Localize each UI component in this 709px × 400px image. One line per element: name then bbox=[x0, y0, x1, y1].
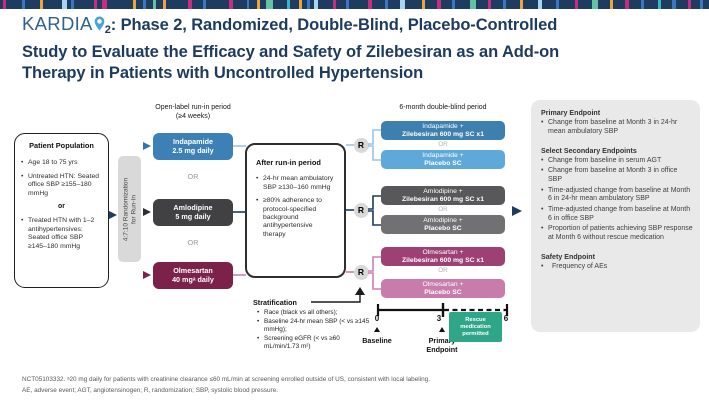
indapamide-placebo-box: Indapamide +Placebo SC bbox=[381, 150, 505, 169]
timeline-tick-3: 3 bbox=[436, 314, 442, 323]
rescue-medication-box: Rescue medication permitted bbox=[449, 312, 502, 342]
or-label: OR bbox=[438, 267, 448, 274]
or-label: OR bbox=[438, 206, 448, 213]
patient-to-randomization-arrow bbox=[109, 211, 117, 219]
arrow-to-indapamide bbox=[143, 142, 151, 150]
decorative-top-bar bbox=[0, 0, 709, 9]
footnote-line-2: AE, adverse event; AGT, angiotensinogen;… bbox=[22, 387, 279, 394]
run-in-randomization-bar bbox=[118, 156, 141, 262]
kardia-logo: KARDIA bbox=[22, 13, 93, 34]
patient-population-title: Patient Population bbox=[29, 141, 94, 150]
primary-endpoint-title: Primary Endpoint bbox=[541, 109, 601, 117]
page-title: KARDIA 2: Phase 2, Randomized, Double-Bli… bbox=[22, 13, 694, 85]
timeline-tick-0: 0 bbox=[374, 314, 380, 323]
kardia-logo-subscript: 2 bbox=[104, 24, 111, 36]
endpoint-bullet: •Time-adjusted change from baseline at M… bbox=[541, 186, 691, 203]
footnote-line-1: NCT05103332. ᵃ20 mg daily for patients w… bbox=[22, 376, 431, 383]
title-text-1: : Phase 2, Randomized, Double-Blind, Pla… bbox=[110, 16, 558, 34]
olmesartan-placebo-box: Olmesartan +Placebo SC bbox=[381, 279, 505, 298]
or-label: OR bbox=[438, 141, 448, 148]
title-text-2: Study to Evaluate the Efficacy and Safet… bbox=[22, 42, 560, 61]
timeline-tick-6: 6 bbox=[503, 314, 509, 323]
endpoint-bullet: •Frequency of AEs bbox=[541, 262, 608, 270]
patient-bullet: •Treated HTN with 1–2 antihypertensives:… bbox=[21, 217, 95, 250]
safety-endpoint-title: Safety Endpoint bbox=[541, 252, 595, 261]
randomization-r-circle: R bbox=[353, 265, 369, 280]
patient-bullet: •Age 18 to 75 yrs bbox=[21, 159, 78, 167]
stratification-title: Stratification bbox=[253, 298, 297, 307]
baseline-label: Baseline bbox=[362, 336, 392, 345]
patient-or-label: or bbox=[58, 203, 65, 211]
endpoint-bullet: •Change from baseline in serum AGT bbox=[541, 156, 662, 164]
arrow-to-endpoints-panel bbox=[512, 206, 522, 216]
title-text-3: Therapy in Patients with Uncontrolled Hy… bbox=[22, 64, 424, 82]
stratification-list: •Race (black vs all others); •Baseline 2… bbox=[257, 309, 371, 352]
after-run-in-box: After run-in period •24-hr mean ambulato… bbox=[245, 143, 346, 278]
randomization-r-circle: R bbox=[353, 137, 369, 153]
baseline-marker-triangle bbox=[373, 327, 380, 332]
amlodipine-placebo-box: Amlodipine +Placebo SC bbox=[381, 215, 505, 234]
secondary-endpoints-title: Select Secondary Endpoints bbox=[541, 146, 637, 155]
amlodipine-zilebesiran-box: Amlodipine +Zilebesiran 600 mg SC x1 bbox=[381, 186, 505, 205]
double-blind-header: 6-month double-blind period bbox=[399, 104, 487, 111]
stratification-bullet: •Screening eGFR (< vs ≥60 mL/min/1.73 m²… bbox=[257, 334, 340, 350]
run-in-randomization-label: 4:7:10 Randomization for Run-In bbox=[121, 177, 137, 242]
endpoint-bullet: •Proportion of patients achieving SBP re… bbox=[541, 225, 693, 242]
patient-population-box: Patient Population •Age 18 to 75 yrs •Un… bbox=[14, 133, 109, 288]
after-run-in-bullet: •24-hr mean ambulatory SBP ≥130–160 mmHg bbox=[256, 175, 334, 191]
kardia-pin-icon bbox=[94, 16, 105, 38]
arrow-to-olmesartan bbox=[143, 271, 151, 279]
primary-endpoint-marker-triangle bbox=[438, 327, 445, 332]
stratification-arrow-head bbox=[355, 287, 365, 295]
indapamide-zilebesiran-box: Indapamide +Zilebesiran 600 mg SC x1 bbox=[381, 121, 505, 140]
patient-bullet: •Untreated HTN: Seated office SBP ≥155–1… bbox=[21, 172, 100, 197]
stratification-arrow-line bbox=[311, 294, 361, 303]
endpoints-panel: Primary Endpoint •Change from baseline a… bbox=[531, 100, 700, 332]
endpoint-bullet: •Change from baseline at Month 3 in offi… bbox=[541, 167, 678, 184]
open-label-header: Open-label run-in period (≥4 weeks) bbox=[155, 104, 231, 120]
arrow-to-amlodipine bbox=[143, 208, 151, 216]
after-run-in-title: After run-in period bbox=[256, 158, 321, 167]
or-label: OR bbox=[187, 238, 199, 247]
stratification-bullet: •Race (black vs all others); bbox=[257, 309, 338, 316]
randomization-r-circle: R bbox=[353, 202, 369, 218]
after-run-in-bullet: •≥80% adherence to protocol-specified ba… bbox=[256, 197, 322, 238]
title-line-1: KARDIA 2: Phase 2, Randomized, Double-Bli… bbox=[22, 13, 694, 42]
olmesartan-zilebesiran-box: Olmesartan +Zilebesiran 600 mg SC x1 bbox=[381, 247, 505, 266]
endpoint-bullet: •Time-adjusted change from baseline at M… bbox=[541, 205, 691, 222]
or-label: OR bbox=[187, 172, 199, 181]
stratification-bullet: •Baseline 24-hr mean SBP (< vs ≥145 mmHg… bbox=[257, 317, 370, 333]
endpoint-bullet: •Change from baseline at Month 3 in 24-h… bbox=[541, 119, 678, 135]
